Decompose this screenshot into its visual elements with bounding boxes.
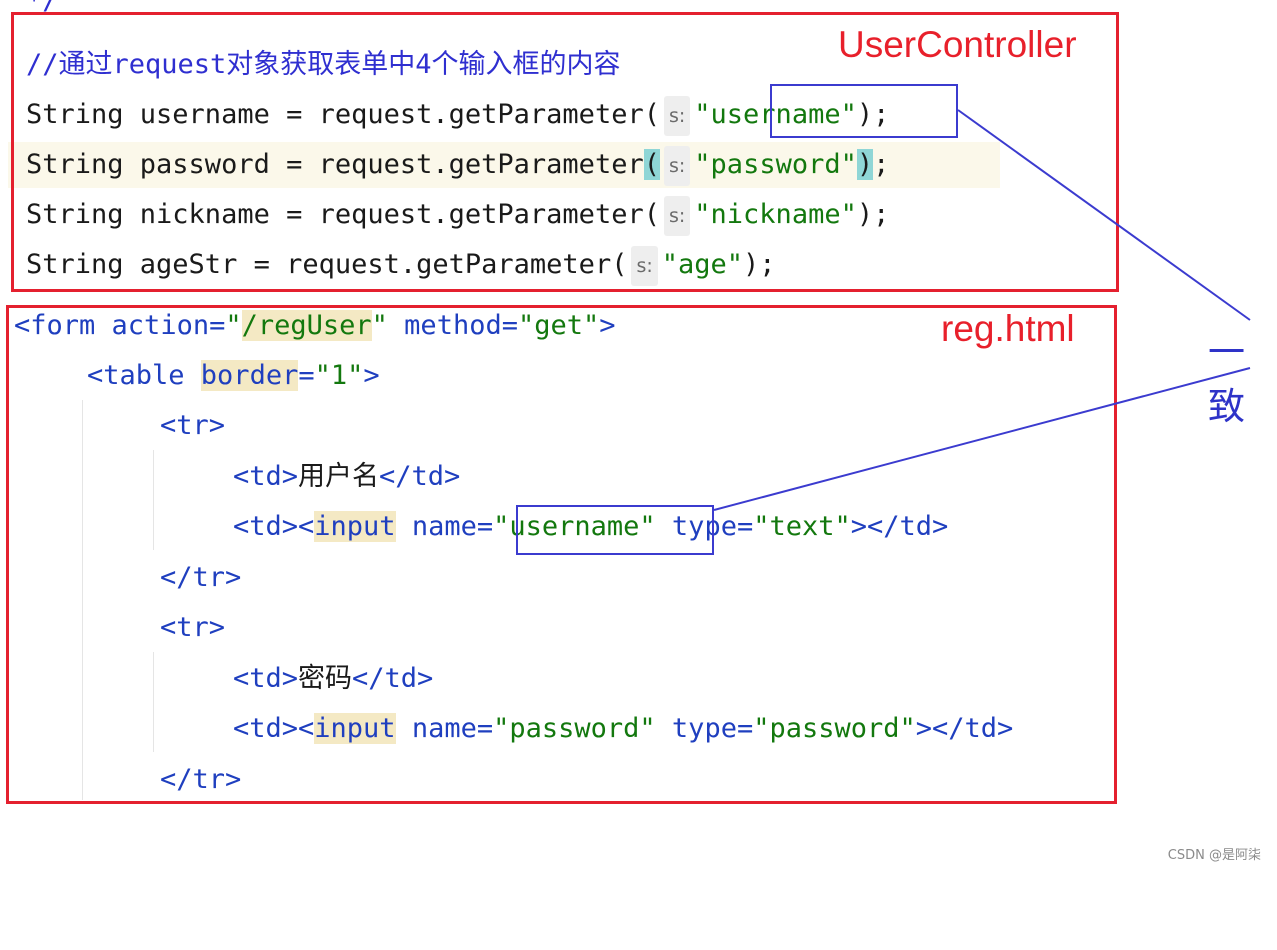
param-hint: s: (663, 145, 691, 186)
indent-guide (153, 450, 154, 550)
connector-line-html (713, 367, 1251, 511)
indent-guide (82, 400, 83, 800)
code-text: ); (743, 249, 776, 280)
tag-text: </td> (352, 663, 434, 694)
html-username-highlight (516, 505, 714, 555)
tag-text: <table (87, 360, 201, 391)
label-text: 密码 (298, 663, 353, 694)
controller-label: UserController (838, 24, 1077, 65)
html-tr-close: </tr> (160, 562, 242, 593)
controller-username-highlight (770, 84, 958, 138)
reg-html-box (6, 305, 1117, 804)
tag-highlight: input (314, 511, 396, 542)
attr-name: type= (655, 713, 754, 744)
tag-text: <td>< (233, 511, 315, 542)
html-table-line: <table border="1"> (87, 351, 380, 401)
current-line-highlight (8, 142, 1000, 188)
string-literal: "nickname" (694, 199, 857, 230)
bracket-match: ( (643, 149, 660, 180)
tag-text: > (599, 310, 616, 341)
attr-name: name= (395, 713, 494, 744)
string-literal: "username" (694, 99, 857, 130)
html-td-password-input: <td><input name="password" type="passwor… (233, 704, 1013, 754)
html-tr-close: </tr> (160, 764, 242, 795)
html-tr-open: <tr> (160, 410, 226, 441)
code-text: ); (856, 99, 890, 130)
watermark: CSDN @是阿柒 (1167, 848, 1261, 863)
code-line-nickname: String nickname = request.getParameter(s… (26, 190, 889, 240)
tag-text: ></td> (850, 511, 949, 542)
attr-value: "1" (314, 360, 364, 391)
tag-text: <td> (233, 663, 299, 694)
bracket-match: ) (856, 149, 874, 180)
attr-name-highlight: border (200, 360, 299, 391)
param-hint: s: (631, 245, 658, 286)
string-literal: "age" (661, 249, 744, 280)
attr-name: action= (111, 310, 226, 341)
code-text: ; (873, 149, 890, 180)
attr-value-highlight: /regUser (241, 310, 372, 341)
controller-code: */ //通过request对象获取表单中4个输入框的内容 String use… (26, 0, 889, 550)
tag-text: ></td> (915, 713, 1014, 744)
connector-line-controller (957, 109, 1251, 321)
controller-box (11, 12, 1119, 292)
code-line-password: String password = request.getParameter(s… (26, 140, 889, 190)
attr-name: name= (395, 511, 494, 542)
tag-text: > (363, 360, 380, 391)
attr-value: "password" (753, 713, 916, 744)
code-line-username: String username = request.getParameter(s… (26, 90, 889, 140)
tag-text: <form (14, 310, 112, 341)
code-text: String ageStr = request.getParameter( (26, 249, 628, 280)
attr-value: "password" (493, 713, 656, 744)
attr-value: " (371, 310, 388, 341)
code-line-age: String ageStr = request.getParameter(s:"… (26, 240, 776, 290)
html-td-password-label: <td>密码</td> (233, 654, 433, 704)
attr-name: method= (387, 310, 518, 341)
tag-text: <td> (233, 461, 299, 492)
connector-lines (713, 109, 1251, 511)
html-td-username-label: <td>用户名</td> (233, 452, 460, 502)
code-text: String nickname = request.getParameter( (26, 199, 660, 230)
tag-highlight: input (314, 713, 396, 744)
tag-text: <td>< (233, 713, 315, 744)
code-text: String password = request.getParameter (26, 149, 644, 180)
attr-name: = (298, 360, 315, 391)
param-hint: s: (663, 195, 691, 236)
string-literal: "password" (694, 149, 857, 180)
html-code: <form action="/regUser" method="get"> <t… (14, 0, 1013, 950)
html-tr-open: <tr> (160, 612, 226, 643)
attr-value: "get" (517, 310, 600, 341)
attr-value: "username" (493, 511, 656, 542)
code-text: ); (856, 199, 890, 230)
code-comment: //通过request对象获取表单中4个输入框的内容 (26, 49, 621, 80)
indent-guide (153, 652, 154, 752)
html-form-line: <form action="/regUser" method="get"> (14, 301, 616, 351)
attr-value: " (225, 310, 242, 341)
param-hint: s: (663, 95, 691, 136)
reg-html-label: reg.html (941, 308, 1075, 349)
consistent-annotation: 一致 (1208, 331, 1245, 428)
attr-value: "text" (753, 511, 851, 542)
tag-text: </td> (379, 461, 461, 492)
label-text: 用户名 (298, 461, 380, 492)
code-text: String username = request.getParameter( (26, 99, 660, 130)
